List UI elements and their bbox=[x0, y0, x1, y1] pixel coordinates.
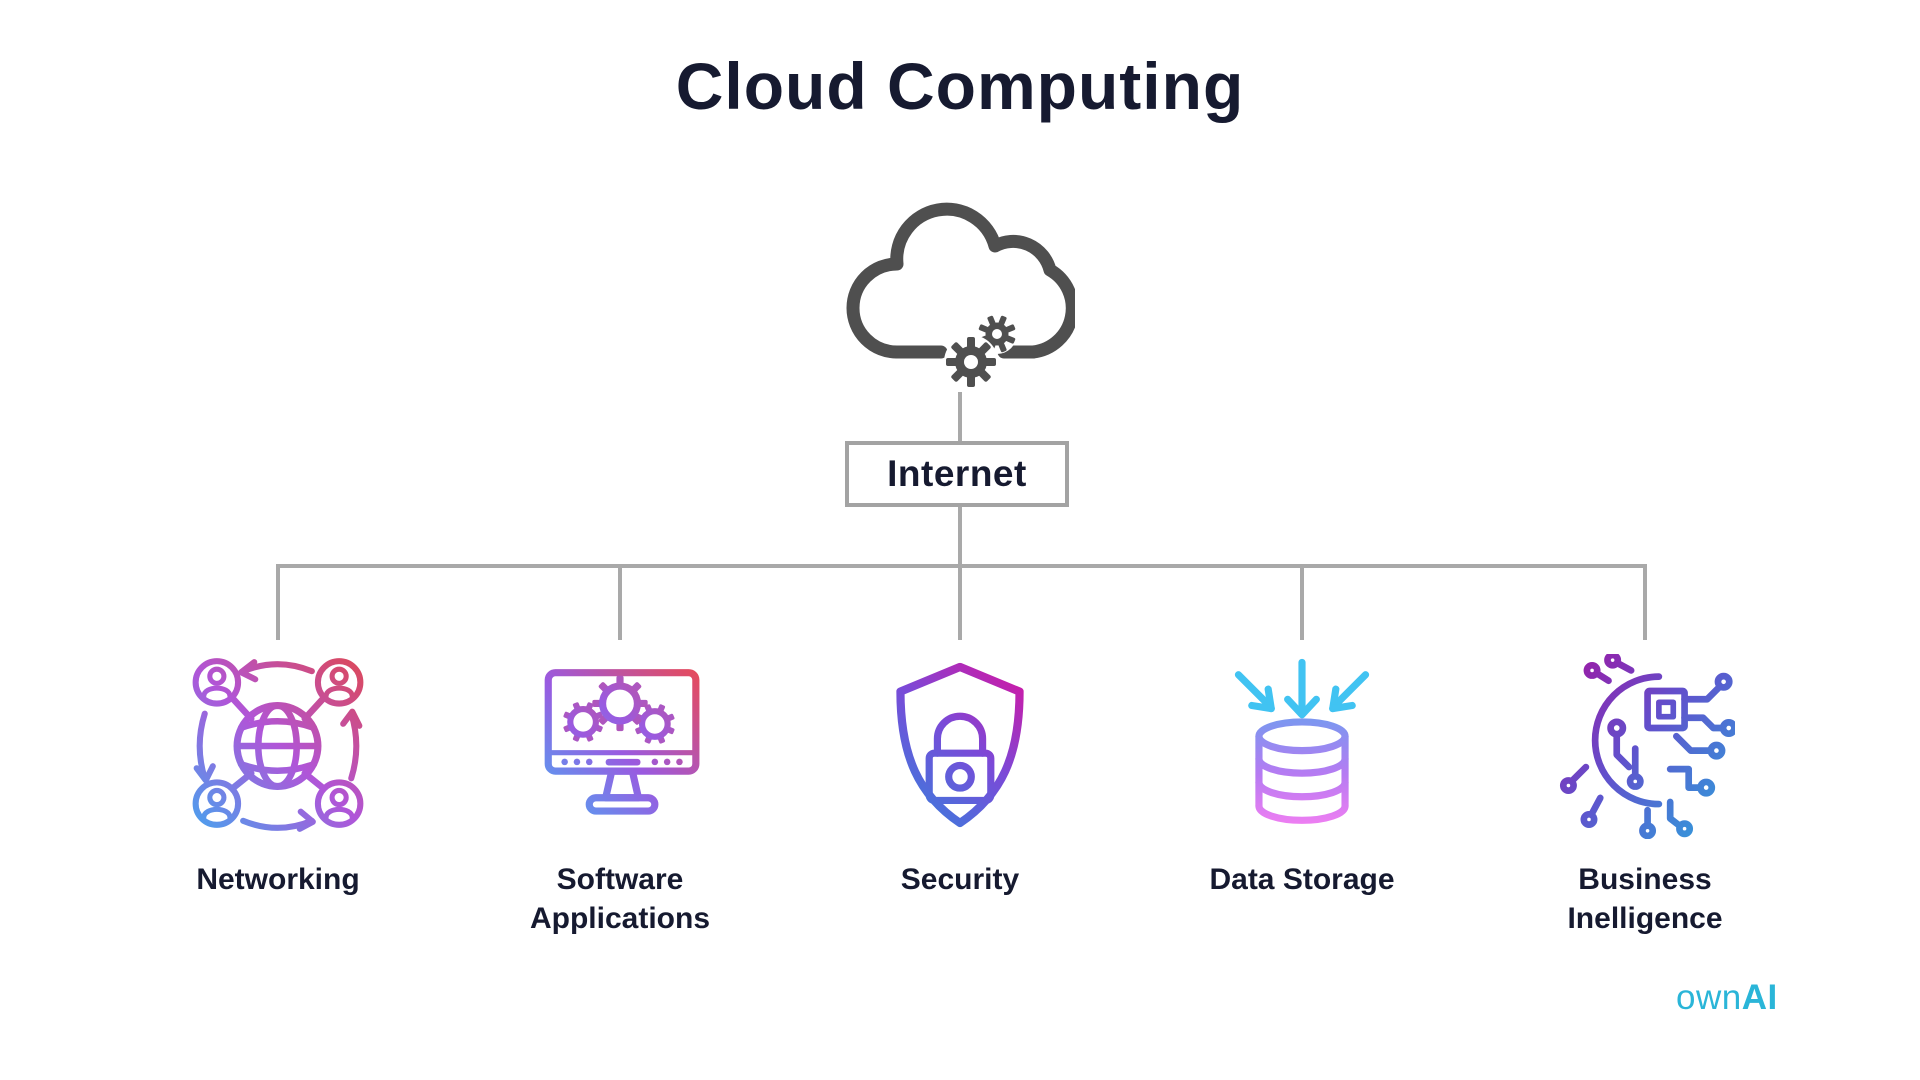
branch-networking: Networking bbox=[128, 648, 428, 899]
cloud-gears-icon bbox=[846, 202, 1075, 389]
circuit-head-ai-icon bbox=[1559, 653, 1735, 839]
stub-business-intelligence bbox=[1643, 564, 1647, 640]
head-profile bbox=[1591, 672, 1663, 807]
logo-suffix: AI bbox=[1741, 978, 1778, 1017]
monitor-gears-icon bbox=[544, 669, 700, 815]
gear-icon bbox=[563, 675, 675, 744]
user-node bbox=[192, 658, 364, 828]
database-inbound-arrows-icon bbox=[1234, 658, 1370, 824]
branch-software-applications: Software Applications bbox=[470, 648, 770, 938]
cycle-arrows bbox=[193, 659, 363, 832]
connector-cloud-internet bbox=[958, 392, 962, 441]
stub-software bbox=[618, 564, 622, 640]
gear-icon bbox=[944, 314, 1017, 389]
branch-data-storage: Data Storage bbox=[1152, 648, 1452, 899]
shield-outline bbox=[896, 662, 1024, 828]
branch-label: Business Inelligence bbox=[1567, 863, 1723, 935]
monitor-stand bbox=[585, 767, 659, 815]
branch-label: Data Storage bbox=[1209, 863, 1395, 896]
connector-internet-rail bbox=[958, 507, 962, 566]
stub-networking bbox=[276, 564, 280, 640]
branch-business-intelligence: Business Inelligence bbox=[1495, 648, 1795, 938]
logo-prefix: own bbox=[1676, 978, 1742, 1017]
stub-security bbox=[958, 564, 962, 640]
page-title: Cloud Computing bbox=[675, 49, 1245, 123]
padlock bbox=[925, 712, 995, 805]
cloud-outline bbox=[846, 202, 1075, 359]
globe-users-network-icon bbox=[192, 658, 364, 832]
circuit-traces bbox=[1559, 653, 1735, 839]
internet-label: Internet bbox=[887, 453, 1027, 494]
branch-label: Networking bbox=[196, 863, 360, 896]
cpu-chip bbox=[1644, 687, 1688, 731]
branch-security: Security bbox=[810, 648, 1110, 899]
internet-box: Internet bbox=[845, 441, 1069, 507]
database-cylinder bbox=[1255, 718, 1349, 824]
shield-lock-icon bbox=[896, 662, 1024, 828]
branch-label: Software Applications bbox=[529, 863, 710, 935]
globe bbox=[233, 702, 322, 790]
branch-label: Security bbox=[900, 863, 1020, 896]
stub-data-storage bbox=[1300, 564, 1304, 640]
ownai-wordmark: ownAI bbox=[1676, 978, 1778, 1018]
inbound-arrows bbox=[1234, 658, 1370, 719]
